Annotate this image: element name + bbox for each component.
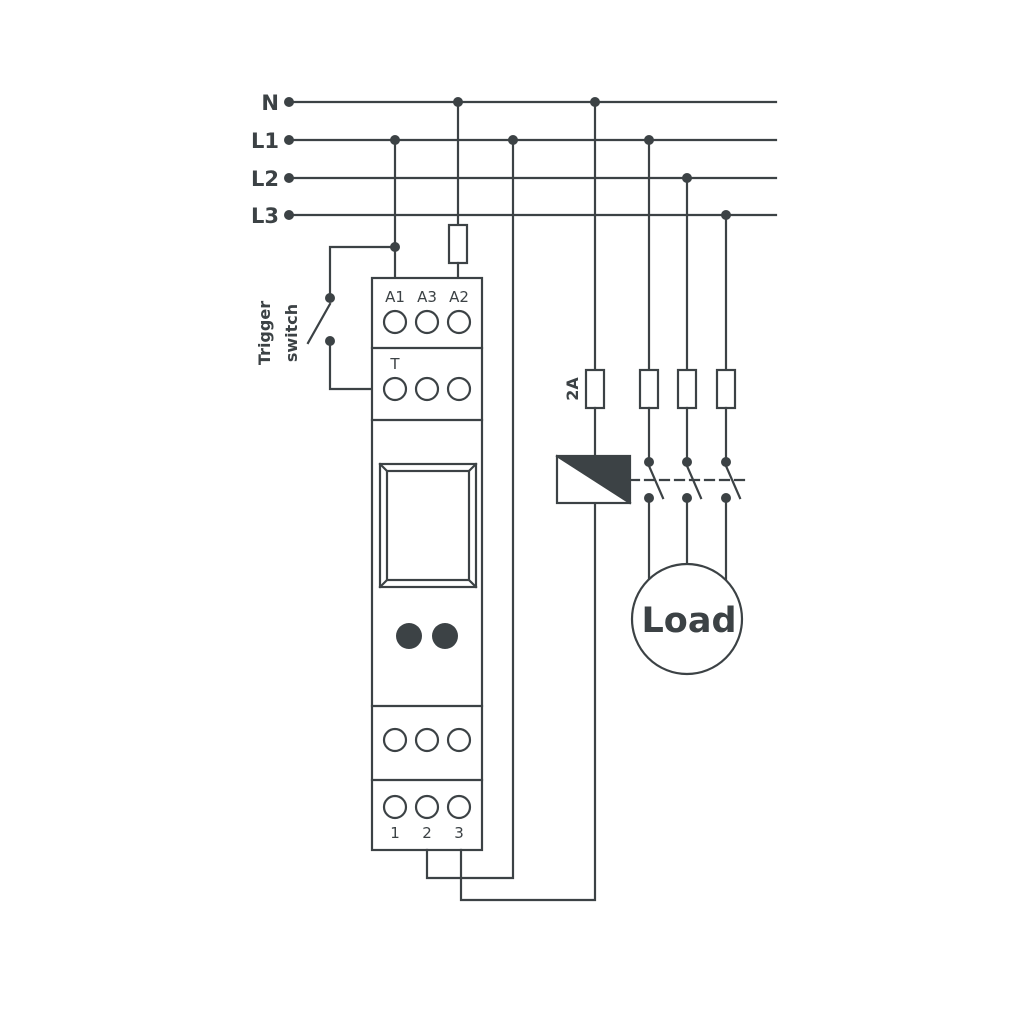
display-bevel-bl <box>378 578 389 589</box>
bus-terminal-n <box>284 97 294 107</box>
bus-label-n: N <box>261 91 279 115</box>
trigger-switch-label: Trigger switch <box>255 301 301 365</box>
screw-terminal-mid-3 <box>446 727 472 753</box>
display-bevel-tr <box>467 462 478 473</box>
load-circle <box>630 562 744 676</box>
trigger-switch-blade <box>306 302 332 345</box>
fuse-l1 <box>638 368 660 410</box>
trigger-switch-label-line1: Trigger <box>255 301 274 365</box>
screw-terminal-a2 <box>446 309 472 335</box>
screw-terminal-mid-1 <box>382 727 408 753</box>
contactor-coil-diagonal <box>555 454 632 505</box>
bus-terminal-l1 <box>284 135 294 145</box>
fuse-l3 <box>715 368 737 410</box>
load-label: Load <box>641 601 736 641</box>
phase-l1-path <box>638 138 665 585</box>
terminal-label-3: 3 <box>454 824 464 842</box>
wire-terminal2-l1 <box>425 138 515 880</box>
wire-trigger-t <box>328 339 374 391</box>
screw-terminal-a3 <box>414 309 440 335</box>
relay-display <box>385 469 471 582</box>
display-bevel-tl <box>378 462 389 473</box>
bus-label-l2: L2 <box>251 167 279 191</box>
terminal-label-t: T <box>389 355 400 373</box>
phase-l2-path <box>676 176 703 566</box>
bus-label-l1: L1 <box>251 129 279 153</box>
terminal-label-a3: A3 <box>417 288 437 306</box>
fuse-l2 <box>676 368 698 410</box>
wire-trigger-top <box>328 245 397 300</box>
junction-dots <box>390 97 731 220</box>
screw-terminal-t2 <box>414 376 440 402</box>
contact-l2-blade <box>685 464 703 500</box>
wire-terminal3-coil <box>459 501 597 902</box>
contact-l3-top <box>721 457 731 467</box>
contact-l1-blade <box>647 464 665 500</box>
screw-terminal-mid-2 <box>414 727 440 753</box>
screw-terminal-2 <box>414 794 440 820</box>
bus-label-l3: L3 <box>251 204 279 228</box>
contact-l3-blade <box>724 464 742 500</box>
display-bevel-br <box>467 578 478 589</box>
coil-fuse-label: 2A <box>563 377 582 401</box>
trigger-switch-contact-top <box>325 293 335 303</box>
coil-fuse <box>584 368 606 410</box>
relay-module: A1 A3 A2 T 1 2 3 <box>370 276 484 852</box>
screw-terminal-3 <box>446 794 472 820</box>
terminal-label-a2: A2 <box>449 288 469 306</box>
terminal-label-a1: A1 <box>385 288 405 306</box>
bus-terminal-l3 <box>284 210 294 220</box>
relay-button-left <box>396 623 422 649</box>
contact-l1-top <box>644 457 654 467</box>
control-fuse <box>447 223 469 265</box>
coil-fuse-label-wrap: 2A <box>563 377 582 401</box>
contactor-coil <box>555 454 632 505</box>
screw-terminal-t3 <box>446 376 472 402</box>
screw-terminal-t <box>382 376 408 402</box>
trigger-switch-label-line2: switch <box>282 304 301 362</box>
terminal-label-1: 1 <box>390 824 400 842</box>
bus-terminal-l2 <box>284 173 294 183</box>
screw-terminal-1 <box>382 794 408 820</box>
terminal-label-2: 2 <box>422 824 432 842</box>
phase-l3-path <box>715 213 742 585</box>
bus-lines <box>284 97 778 220</box>
relay-button-right <box>432 623 458 649</box>
screw-terminal-a1 <box>382 309 408 335</box>
contact-l2-top <box>682 457 692 467</box>
